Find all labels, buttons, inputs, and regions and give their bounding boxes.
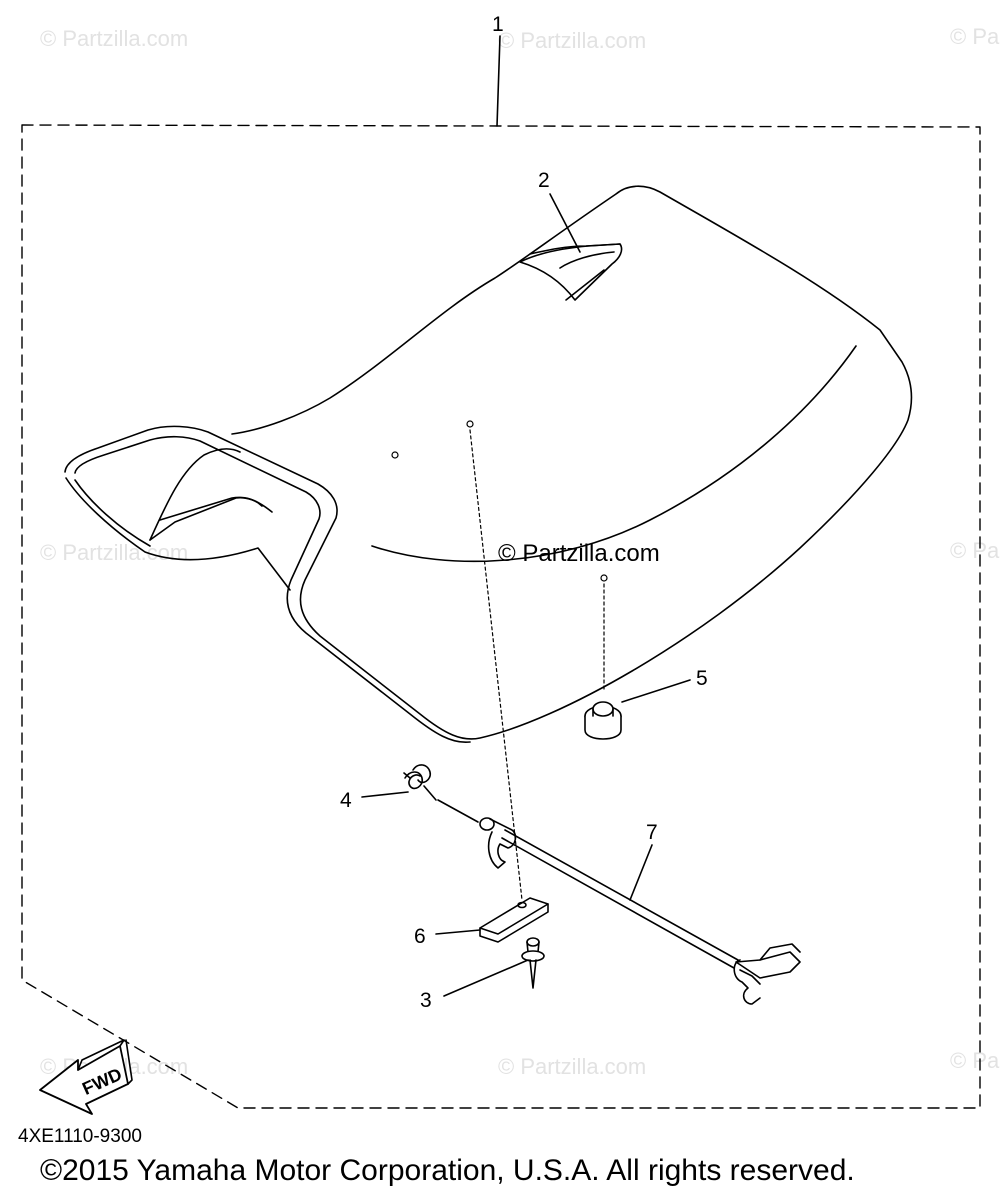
seat-outline — [64, 185, 913, 740]
plate-part — [479, 897, 549, 943]
callout-2: 2 — [538, 169, 550, 192]
diagram-code: 4XE1110-9300 — [18, 1126, 142, 1147]
assembly-boundary — [21, 124, 981, 1109]
seat-seam — [371, 345, 857, 563]
seat-rear-cavity — [149, 448, 241, 541]
watermark: © Pa — [950, 24, 1000, 49]
callout-5: 5 — [696, 667, 708, 690]
leader-line-3 — [443, 959, 529, 997]
callout-7: 7 — [646, 821, 658, 844]
watermark: © Partzilla.com — [40, 26, 189, 51]
callout-4: 4 — [340, 789, 352, 812]
spring-part — [403, 764, 437, 801]
callout-6: 6 — [414, 925, 426, 948]
guide-line-6 — [469, 429, 523, 901]
forward-arrow-icon — [39, 1039, 133, 1115]
watermark: © Partzilla.com — [498, 28, 647, 53]
watermark: © Partzilla.com — [40, 540, 189, 565]
watermark: © Pa — [950, 1048, 1000, 1073]
callout-3: 3 — [420, 989, 432, 1012]
lock-rod-part — [479, 817, 801, 1005]
leader-line-7 — [629, 844, 653, 901]
seat-flange — [74, 435, 471, 744]
watermark-center: © Partzilla.com — [498, 540, 660, 567]
seat-strap — [519, 243, 623, 301]
watermark: © Pa — [950, 538, 1000, 563]
rivet-part — [521, 937, 545, 989]
leader-line-1 — [496, 35, 501, 127]
leader-line-4 — [361, 791, 409, 798]
leader-line-2 — [549, 193, 581, 253]
leader-line-5 — [621, 679, 691, 703]
leader-line-6 — [435, 929, 481, 935]
damper-part — [584, 701, 622, 740]
watermark: © Partzilla.com — [498, 1054, 647, 1079]
callout-1: 1 — [492, 13, 504, 36]
copyright-notice: ©2015 Yamaha Motor Corporation, U.S.A. A… — [40, 1154, 855, 1187]
